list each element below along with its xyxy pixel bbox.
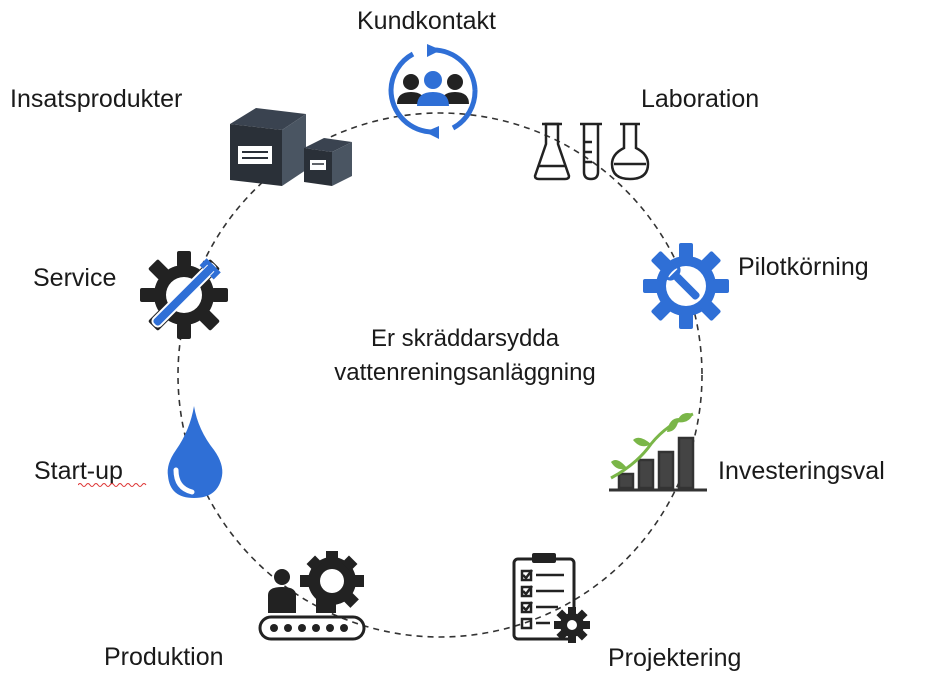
lab-flasks-icon (533, 122, 650, 181)
stage-label-produktion: Produktion (104, 643, 224, 671)
service-gear-icon (140, 251, 228, 339)
stage-label-pilotkorning: Pilotkörning (738, 253, 869, 281)
production-conveyor-icon (258, 551, 366, 641)
water-drop-icon (167, 406, 223, 498)
spellcheck-underline (78, 483, 147, 487)
center-caption: Er skräddarsydda vattenreningsanläggning (265, 322, 665, 390)
product-boxes-icon (230, 108, 352, 186)
stage-label-start-up: Start-up (34, 457, 123, 485)
gear-wrench-icon (643, 243, 729, 329)
center-line-2: vattenreningsanläggning (334, 359, 596, 386)
stage-label-investeringsval: Investeringsval (718, 457, 885, 485)
stage-label-projektering: Projektering (608, 644, 742, 672)
customer-group-icon (388, 44, 478, 139)
stage-label-laboration: Laboration (641, 85, 760, 113)
growth-chart-icon (609, 412, 707, 492)
stage-label-service: Service (33, 264, 117, 292)
checklist-gear-icon (512, 553, 590, 643)
stage-label-kundkontakt: Kundkontakt (357, 7, 496, 35)
stage-label-insatsprodukter: Insatsprodukter (10, 85, 183, 113)
center-line-1: Er skräddarsydda (370, 325, 560, 352)
